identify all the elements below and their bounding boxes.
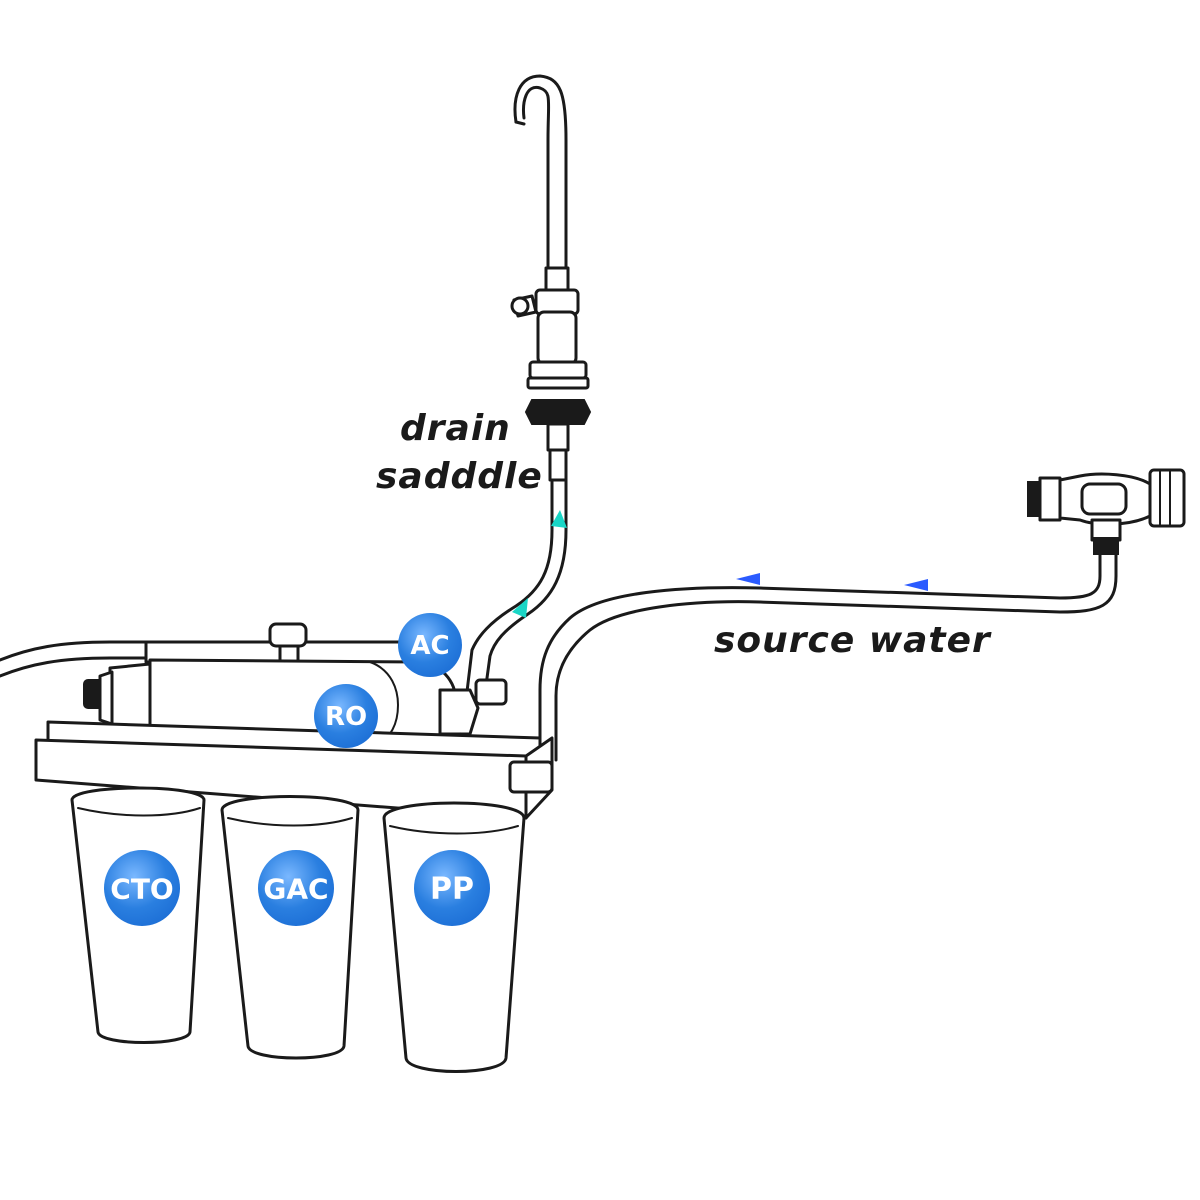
- flow-arrow-icon: [512, 510, 567, 618]
- filter-housing-icon: [382, 801, 526, 1073]
- stage-badge-cto: CTO: [104, 850, 180, 926]
- stage-label-pp: PP: [430, 872, 474, 907]
- filter-housing-icon: [220, 795, 360, 1060]
- tee-valve-icon: [1027, 468, 1186, 555]
- drain-line: [464, 478, 568, 702]
- outlet-hose: [0, 640, 152, 678]
- stage-badge-gac: GAC: [258, 850, 334, 926]
- membrane-housing: [83, 622, 508, 750]
- stage-label-gac: GAC: [263, 873, 328, 906]
- stage-badge-pp: PP: [414, 850, 490, 926]
- flow-arrow-icon: [736, 573, 928, 591]
- stage-label-ac: AC: [410, 631, 449, 661]
- source-water-line: [538, 550, 1118, 762]
- stage-badge-ro: RO: [314, 684, 378, 748]
- faucet-icon: [510, 74, 592, 482]
- filter-bracket: [34, 720, 554, 820]
- stage-label-ro: RO: [325, 702, 367, 732]
- stage-badge-ac: AC: [398, 613, 462, 677]
- source-water-label: source water: [714, 620, 992, 661]
- drain-label-line2: sadddle: [376, 456, 543, 497]
- stage-label-cto: CTO: [110, 873, 173, 906]
- drain-label-line1: drain: [400, 408, 511, 449]
